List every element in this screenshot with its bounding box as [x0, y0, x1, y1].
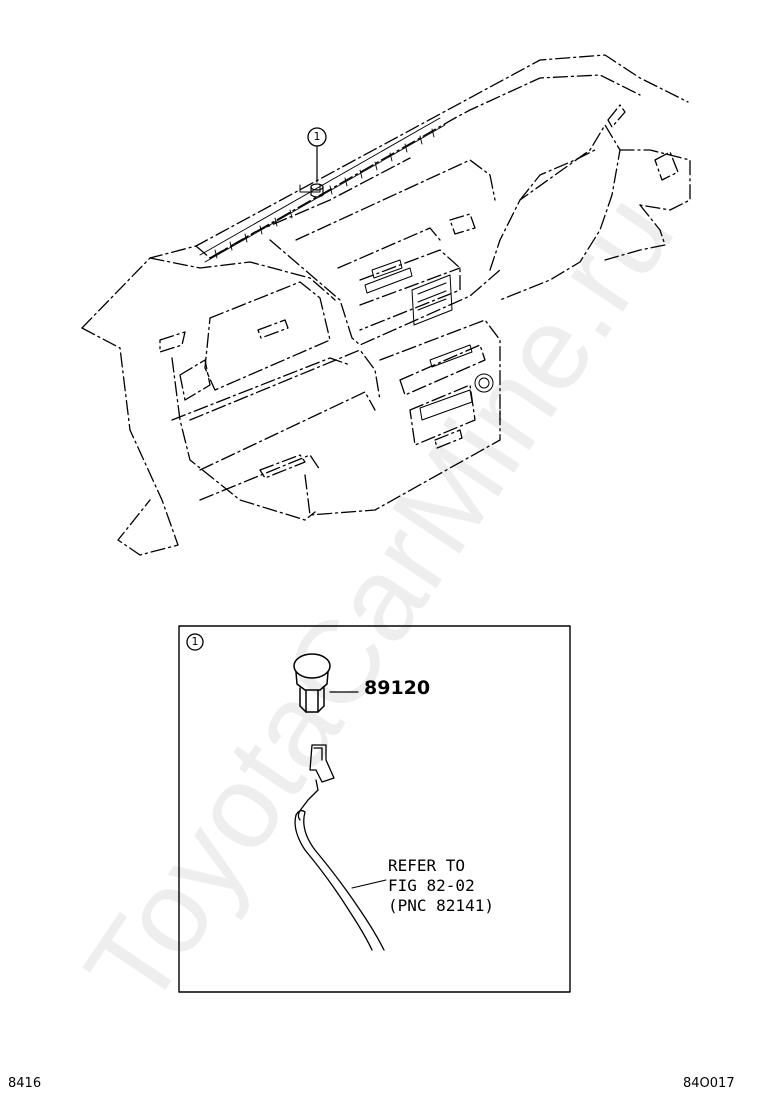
- footer-left-code: 8416: [8, 1076, 42, 1091]
- wire-connector: [294, 744, 387, 951]
- sensor-on-dash: [310, 145, 324, 198]
- reference-note: REFER TO FIG 82-02 (PNC 82141): [388, 856, 494, 915]
- sensor-part-89120: [293, 653, 359, 713]
- part-number-label: 89120: [364, 677, 431, 699]
- callout-circle-1: [307, 127, 327, 147]
- callout-number: 1: [313, 130, 321, 143]
- detail-callout-circle: [186, 633, 204, 651]
- defroster-grille: [199, 117, 446, 263]
- instrument-panel-outline: [81, 54, 691, 556]
- detail-frame: [178, 625, 571, 993]
- detail-callout-number: 1: [191, 635, 199, 648]
- footer-right-code: 84O017: [683, 1076, 735, 1091]
- center-console-controls: [299, 184, 494, 421]
